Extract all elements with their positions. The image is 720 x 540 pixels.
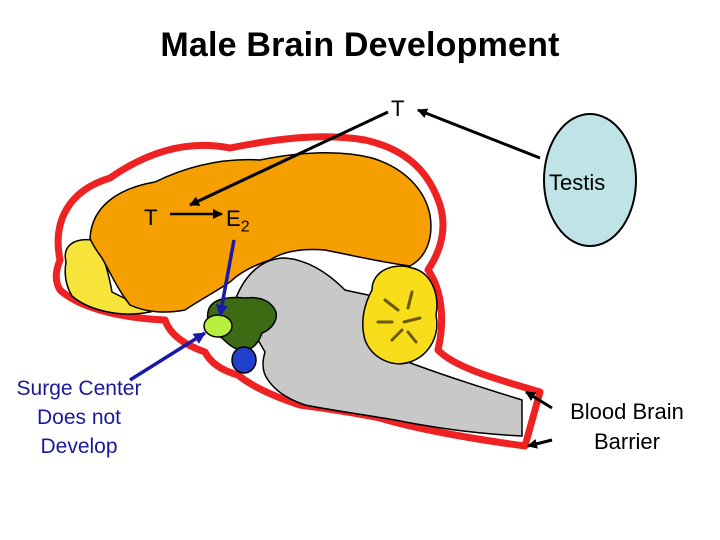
arrow-bbb-upper: [525, 390, 553, 410]
label-surge-center: Surge Center Does not Develop: [6, 374, 152, 461]
label-t-brain: T: [144, 205, 158, 230]
label-e2: E2: [226, 206, 250, 236]
label-testis: Testis: [549, 170, 606, 195]
arrow-label-to-surge-center: [129, 331, 206, 382]
page-title: Male Brain Development: [160, 26, 560, 64]
surge-line-2: Does not: [36, 406, 122, 429]
label-e2-base: E: [226, 206, 241, 231]
label-t-top: T: [391, 96, 405, 121]
pituitary: [231, 346, 257, 374]
cerebellum: [362, 265, 438, 365]
surge-center: [203, 314, 233, 338]
bbb-line-1: Blood Brain: [570, 399, 684, 424]
arrow-bbb-lower: [527, 438, 553, 449]
bbb-line-2: Barrier: [593, 429, 660, 454]
cerebrum: [89, 152, 432, 313]
surge-line-1: Surge Center: [16, 377, 142, 400]
arrow-e2-to-surge-center: [216, 239, 236, 317]
surge-line-3: Develop: [40, 435, 118, 458]
label-blood-brain-barrier: Blood Brain Barrier: [552, 397, 702, 457]
testis-ellipse: [543, 113, 637, 247]
arrow-testis-to-t: [417, 108, 541, 160]
arrow-t-into-brain: [189, 110, 389, 207]
label-e2-subscript: 2: [240, 218, 250, 236]
